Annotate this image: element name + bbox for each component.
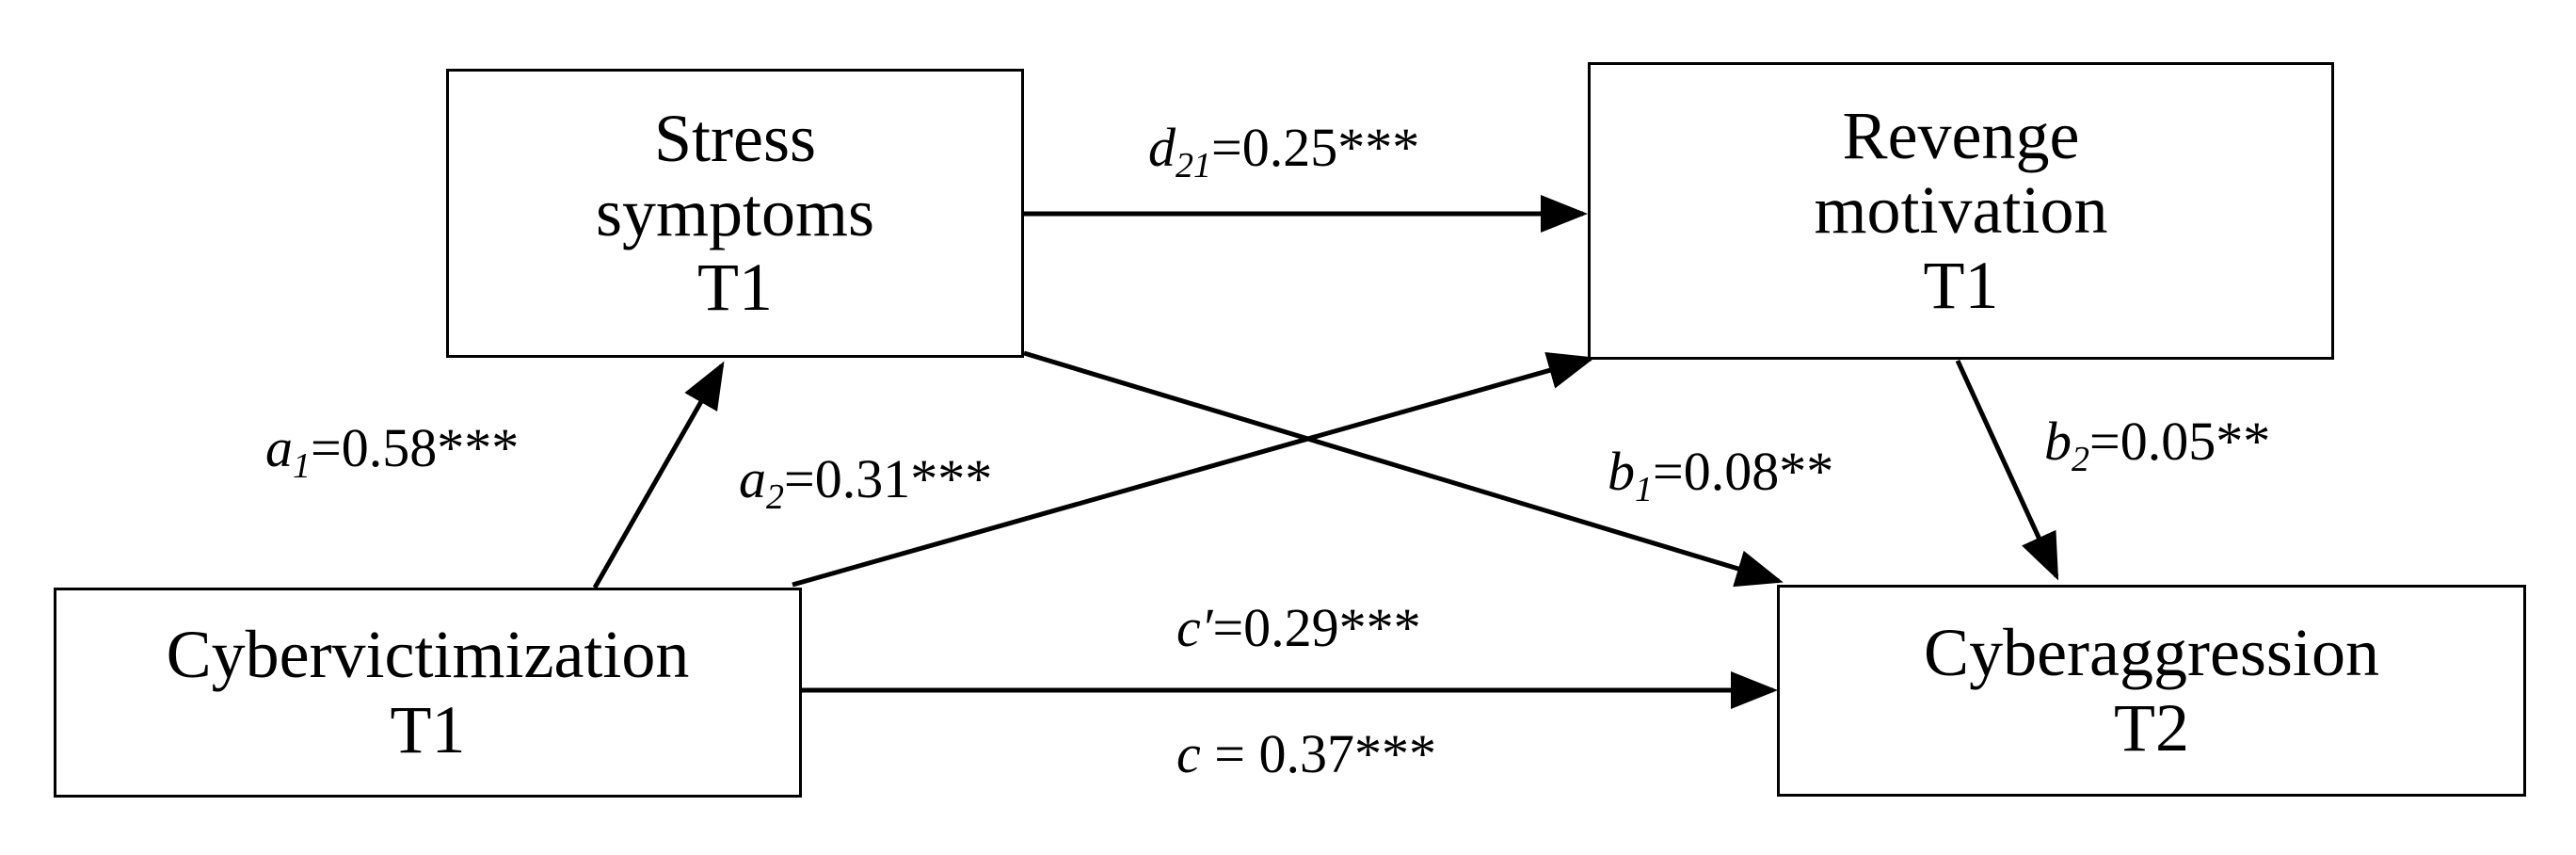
- b1-subscript: 1: [1635, 470, 1653, 509]
- path-label-c-prime: c′=0.29***: [1176, 601, 1421, 655]
- b1-value: =0.08**: [1653, 441, 1834, 502]
- a2-value: =0.31***: [784, 448, 993, 509]
- path-label-d21: d21=0.25***: [1148, 121, 1419, 185]
- arrow-cybervictimization-to-revenge: [792, 352, 1595, 588]
- a1-symbol: a: [265, 417, 293, 478]
- b2-subscript: 2: [2072, 440, 2089, 479]
- arrow-cybervictimization-to-stress: [592, 361, 725, 589]
- path-label-a2: a2=0.31***: [739, 452, 992, 516]
- c-symbol: c: [1176, 723, 1201, 784]
- arrow-revenge-to-cyberaggression: [1955, 359, 2059, 581]
- c-prime-value: =0.29***: [1212, 597, 1421, 658]
- stress-line-2: symptoms: [595, 174, 875, 250]
- stress-symptoms-box: Stress symptoms T1: [446, 69, 1024, 358]
- stress-line-3: T1: [697, 250, 773, 326]
- b2-symbol: b: [2044, 411, 2072, 472]
- cyberaggression-line-2: T2: [2114, 689, 2189, 766]
- cybervictimization-line-2: T1: [390, 691, 466, 767]
- b1-symbol: b: [1608, 441, 1635, 502]
- a2-subscript: 2: [766, 477, 784, 517]
- arrow-stress-to-cyberaggression: [1023, 350, 1784, 588]
- a1-value: =0.58***: [311, 417, 520, 478]
- cybervictimization-box: Cybervictimization T1: [54, 588, 802, 798]
- revenge-line-2: motivation: [1814, 172, 2108, 249]
- a2-symbol: a: [739, 448, 766, 509]
- d21-symbol: d: [1148, 117, 1176, 178]
- revenge-line-3: T1: [1923, 247, 1999, 323]
- cyberaggression-box: Cyberaggression T2: [1777, 585, 2526, 797]
- path-label-b2: b2=0.05**: [2044, 411, 2271, 478]
- c-prime-symbol: c′: [1176, 597, 1213, 658]
- cybervictimization-line-1: Cybervictimization: [166, 617, 690, 693]
- path-label-b1: b1=0.08**: [1608, 441, 1834, 508]
- c-value: = 0.37***: [1200, 723, 1436, 784]
- revenge-line-1: Revenge: [1842, 98, 2080, 174]
- path-label-c: c = 0.37***: [1176, 727, 1436, 782]
- stress-line-1: Stress: [653, 100, 817, 176]
- revenge-motivation-box: Revenge motivation T1: [1588, 62, 2334, 360]
- b2-value: =0.05**: [2089, 411, 2271, 472]
- d21-value: =0.25***: [1211, 117, 1420, 178]
- a1-subscript: 1: [293, 446, 311, 486]
- d21-subscript: 21: [1176, 146, 1211, 186]
- path-label-a1: a1=0.58***: [265, 421, 519, 485]
- cyberaggression-line-1: Cyberaggression: [1924, 615, 2379, 691]
